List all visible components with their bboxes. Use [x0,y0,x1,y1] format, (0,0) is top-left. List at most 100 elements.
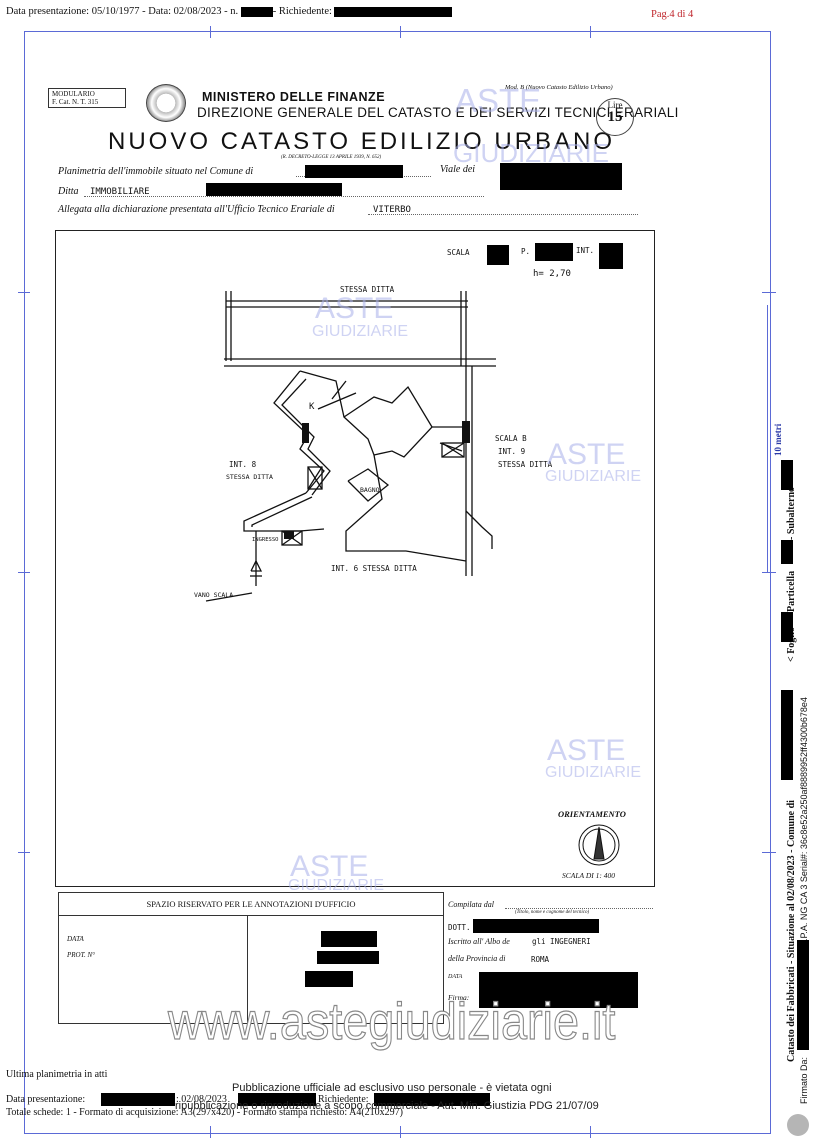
iscritto-label: Iscritto all' Albo de [448,937,510,946]
redaction [101,1093,175,1106]
int8-label: INT. 8 [229,460,257,469]
frame-tick [210,26,211,38]
scala-b-label: SCALA B [495,434,527,443]
frame-tick [590,1126,591,1138]
compilata-label: Compilata dal [448,900,495,909]
redaction [240,6,273,17]
titolo-note: (Titolo, nome e cognome del tecnico) [515,910,590,915]
floor-plan: SCALA P. INT. h= 2,70 STESSA DITTA K SCA… [55,230,655,887]
frame-tick [210,1126,211,1138]
state-emblem-icon [146,84,186,122]
bagno-label: BAGNO [360,486,380,494]
watermark-aste: ASTE [290,850,369,883]
orientamento-label: ORIENTAMENTO [558,809,626,819]
office-data-label: DATA [67,935,84,943]
header-text: Data presentazione: 05/10/1977 - Data: 0… [6,6,241,17]
subalterno-label: - Subalterno [786,486,797,540]
scala-label: SCALA [447,248,470,257]
ditta-label: Ditta [58,186,79,197]
albo-value: gli INGEGNERI [532,937,591,946]
ingresso-label: INGRESSO [252,537,279,543]
watermark-giudiziarie: GIUDIZIARIE [312,323,409,340]
redaction [305,971,353,987]
watermark-aste: ASTE [547,734,626,767]
redaction [487,245,509,265]
provincia-value: ROMA [531,955,550,964]
footer-data-presentazione: Data presentazione: [6,1094,86,1105]
watermark-aste: ASTE [455,82,542,119]
dotted-line [368,214,638,215]
stamp-lire: Lire 15 [596,98,634,136]
redaction [317,951,379,964]
redaction [479,972,638,1008]
redaction [500,163,622,190]
dotted-line [84,196,484,197]
floor-plan-drawing [205,291,620,866]
int9-label: INT. 9 [498,447,526,456]
catasto-sidebar-text: Catasto dei Fabbricati - Situazione al 0… [786,800,797,1062]
viale-label: Viale dei [440,164,476,175]
office-divider [247,915,248,1023]
modulario-label: MODULARIO [52,90,95,98]
header-richiedente: - Richiedente: [272,6,332,17]
page-frame [24,31,771,1134]
watermark-giudiziarie: GIUDIZIARIE [453,138,610,168]
frame-tick [762,852,776,853]
compass-icon [578,824,620,866]
planimetria-label: Planimetria dell'immobile situato nel Co… [58,166,254,177]
scala-ratio-label: SCALA DI 1: 400 [562,871,615,880]
vano-scala-label: VANO SCALA [194,591,234,599]
redaction [797,940,809,1050]
int6-label: INT. 6 STESSA DITTA [331,564,417,573]
redaction [321,931,377,947]
piano-label: P. [521,247,531,256]
redaction [781,540,793,564]
firmato-label: Firmato Da: [799,1056,809,1104]
kitchen-label: K [309,402,315,412]
firma-label: Firma: [448,993,470,1002]
pillar [462,421,470,443]
watermark-giudiziarie: GIUDIZIARIE [545,468,642,485]
pillar [302,423,309,443]
compiler-data-label: DATA [448,974,463,980]
provincia-label: della Provincia di [448,954,506,963]
direction-title: DIREZIONE GENERALE DEL CATASTO E DEI SER… [197,105,679,120]
frame-tick [18,852,30,853]
redaction [206,183,342,196]
watermark-aste: ASTE [315,292,394,325]
watermark-aste: ASTE [547,438,626,471]
redaction [333,6,452,17]
allegata-label: Allegata alla dichiarazione presentata a… [58,204,335,215]
ufficio-value: VITERBO [373,205,411,215]
stessa-ditta-left: STESSA DITTA [226,473,273,481]
page-number: Pag.4 di 4 [651,9,694,20]
redaction [599,243,623,269]
totale-schede: Totale schede: 1 - Formato di acquisizio… [6,1107,403,1118]
office-prot-label: PROT. N° [67,951,95,959]
header-line: Data presentazione: 05/10/1977 - Data: 0… [6,6,452,17]
frame-tick [590,26,591,38]
frame-tick [18,572,30,573]
stessa-ditta-right: STESSA DITTA [498,460,553,469]
frame-tick [762,292,776,293]
scale-metri-label: 10 metri [773,423,783,456]
lire-value: 15 [607,109,623,125]
frame-tick [400,1126,401,1138]
decree-reference: (R. DECRETO-LEGGE 13 APRILE 1939, N. 652… [281,155,382,160]
frame-tick [400,26,401,38]
scale-bar [767,305,768,573]
redaction [374,1093,490,1106]
ultima-planimetria: Ultima planimetria in atti [6,1069,108,1080]
pillar [284,531,294,539]
redaction [535,243,573,261]
stessa-ditta-top: STESSA DITTA [340,285,395,294]
redaction [473,919,599,933]
redaction [781,690,793,780]
ministry-title: MINISTERO DELLE FINANZE [202,90,386,104]
frame-tick [762,572,776,573]
int-label: INT. [576,246,595,255]
office-annotations-box: SPAZIO RISERVATO PER LE ANNOTAZIONI D'UF… [58,892,444,1024]
watermark-giudiziarie: GIUDIZIARIE [288,877,385,894]
ditta-value: IMMOBILIARE [90,187,150,197]
height-label: h= 2,70 [533,269,571,279]
